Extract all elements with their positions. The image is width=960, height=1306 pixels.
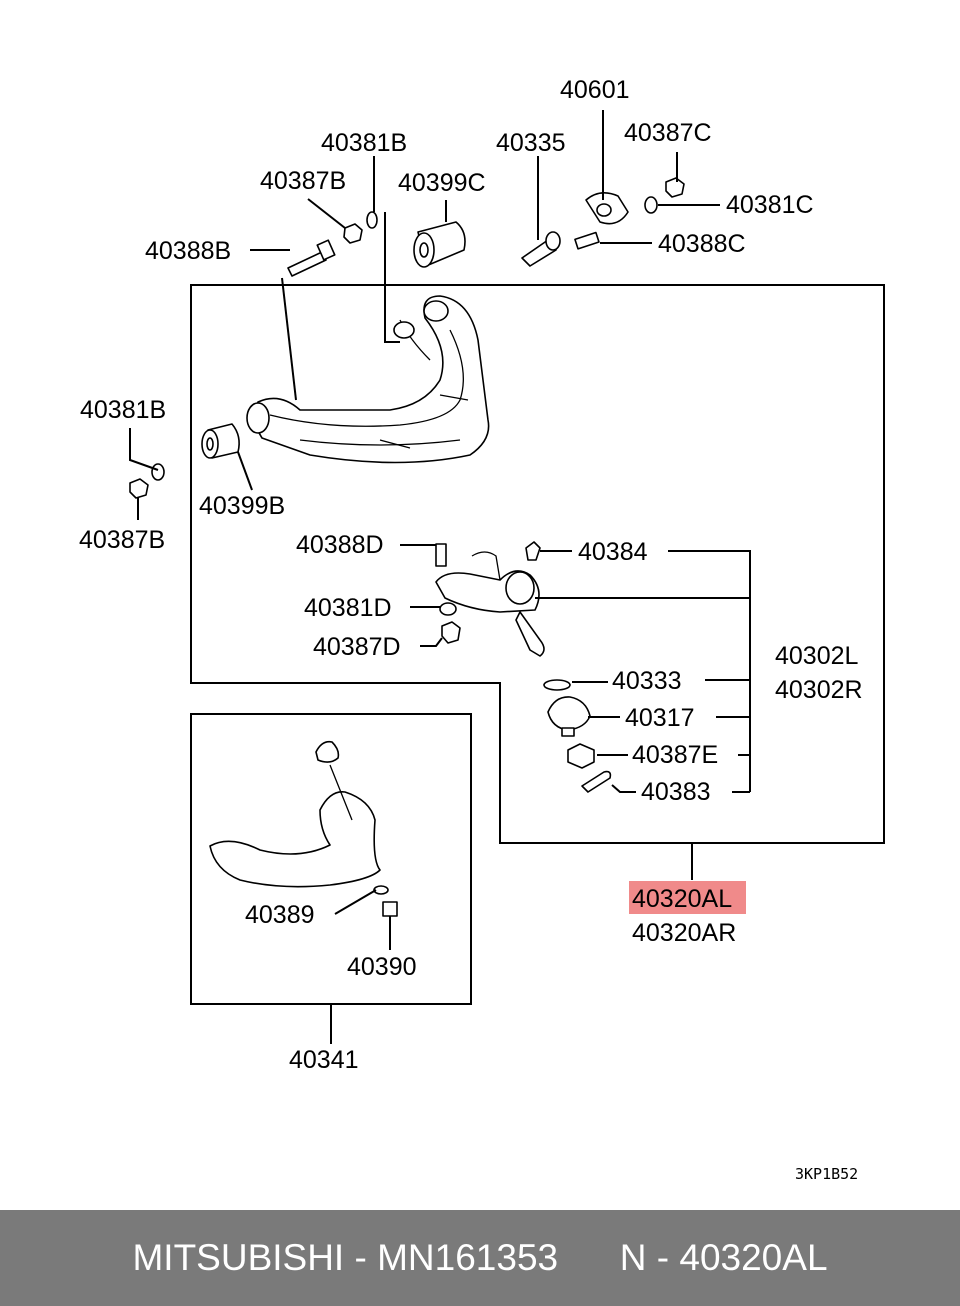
bracket-40601-drawing xyxy=(585,192,629,225)
bolt-40388C-drawing xyxy=(574,231,600,250)
bolt-40388B-drawing xyxy=(287,239,336,277)
label-40388B: 40388B xyxy=(145,237,231,265)
label-40302L: 40302L xyxy=(775,642,859,670)
parts-diagram: 40601 40381B 40335 40387C 40387B 40399C … xyxy=(79,76,885,1183)
fitting-40384-drawing xyxy=(525,541,541,561)
pin-40383-drawing xyxy=(581,770,612,793)
washer-40381B-top xyxy=(366,211,378,229)
leader-lines xyxy=(129,110,751,1044)
label-40320AR: 40320AR xyxy=(632,919,736,947)
drawing-code: 3KP1B52 xyxy=(795,1165,858,1183)
label-40399C: 40399C xyxy=(398,169,486,197)
nut-40387B-top xyxy=(343,223,363,244)
nut-40387C-drawing xyxy=(665,177,685,198)
label-40381C: 40381C xyxy=(726,191,814,219)
label-40381B-left: 40381B xyxy=(80,396,166,424)
label-40383: 40383 xyxy=(641,778,711,806)
label-40601: 40601 xyxy=(560,76,630,104)
label-40335: 40335 xyxy=(496,129,566,157)
label-40387E: 40387E xyxy=(632,741,718,769)
label-40388C: 40388C xyxy=(658,230,746,258)
ball-joint-drawing xyxy=(435,551,545,657)
washer-40381B-left xyxy=(151,463,165,481)
label-40381B-top: 40381B xyxy=(321,129,407,157)
washer-40381C-drawing xyxy=(644,196,658,214)
bolt-40388D-drawing xyxy=(435,543,447,567)
nut-40387B-left xyxy=(129,478,149,499)
label-40341: 40341 xyxy=(289,1046,359,1074)
label-40388D: 40388D xyxy=(296,531,384,559)
bushing-40399B-drawing xyxy=(201,423,240,459)
arm-40341-drawing xyxy=(209,740,398,917)
ring-40333-drawing xyxy=(543,679,571,691)
label-40317: 40317 xyxy=(625,704,695,732)
label-40387B-left: 40387B xyxy=(79,526,165,554)
upper-arm-drawing xyxy=(246,295,490,464)
footer-part-text: MITSUBISHI - MN161353 N - 40320AL xyxy=(132,1237,828,1278)
bushing-40399C-drawing xyxy=(413,221,466,268)
label-40302R: 40302R xyxy=(775,676,863,704)
label-40384: 40384 xyxy=(578,538,648,566)
bolt-40335-drawing xyxy=(521,231,561,267)
main-assembly-outline xyxy=(190,284,885,844)
label-40389: 40389 xyxy=(245,901,315,929)
boot-40317-drawing xyxy=(547,696,591,737)
label-40399B: 40399B xyxy=(199,492,285,520)
label-40387D: 40387D xyxy=(313,633,401,661)
nut-40387E-drawing xyxy=(567,743,595,769)
label-40381D: 40381D xyxy=(304,594,392,622)
label-40387B-top: 40387B xyxy=(260,167,346,195)
label-40320AL: 40320AL xyxy=(632,885,732,913)
label-40390: 40390 xyxy=(347,953,417,981)
nut-40387D-drawing xyxy=(441,621,461,644)
washer-40381D-drawing xyxy=(439,602,457,616)
part-info-footer: MITSUBISHI - MN161353 N - 40320AL xyxy=(0,1210,960,1306)
label-40387C: 40387C xyxy=(624,119,712,147)
label-40333: 40333 xyxy=(612,667,682,695)
highlight-box xyxy=(629,881,746,914)
